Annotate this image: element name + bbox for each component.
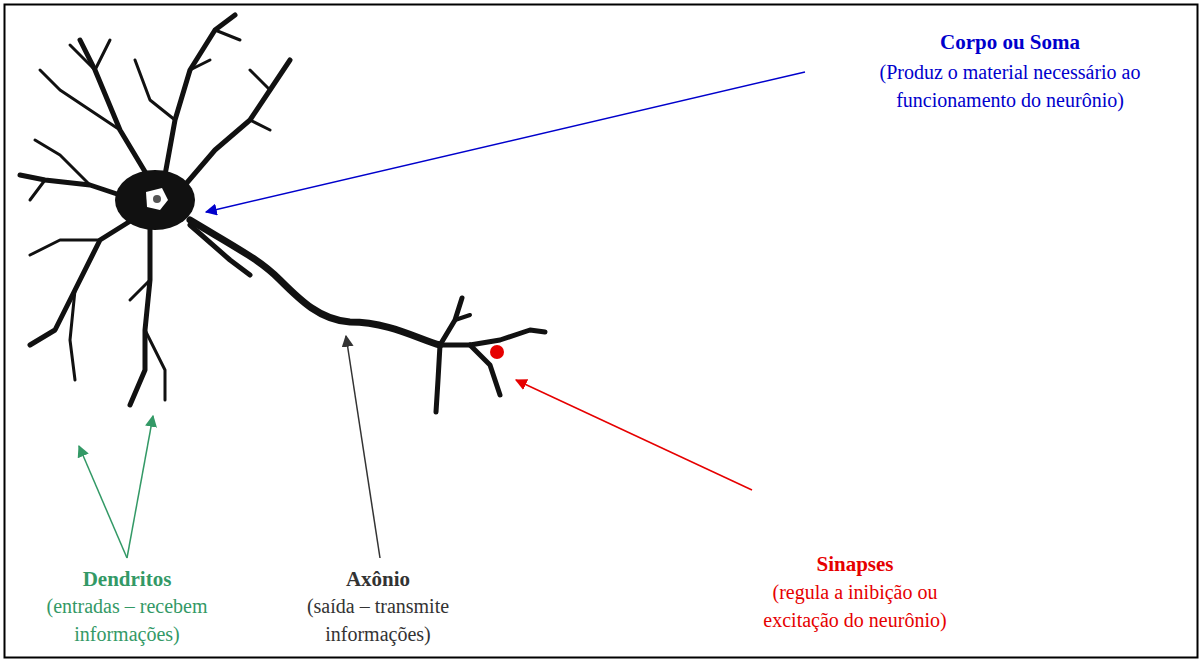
leader-line	[516, 380, 752, 490]
leader-line	[206, 72, 805, 212]
part-description: (saída – transmite informações)	[283, 592, 473, 648]
part-name: Dendritos	[12, 565, 242, 593]
synapse-dot	[490, 345, 504, 359]
soma	[115, 170, 195, 230]
axon	[190, 220, 545, 412]
leader-line	[127, 416, 153, 558]
part-name: Axônio	[278, 565, 478, 593]
part-description: (entradas – recebem informações)	[22, 592, 232, 648]
leader-line	[346, 336, 380, 558]
leader-lines	[79, 72, 805, 558]
part-name: Sinapses	[740, 550, 970, 578]
leader-line	[79, 446, 127, 558]
dendrites	[20, 15, 290, 405]
frame	[5, 5, 1198, 658]
part-description: (regula a inibição ou excitação do neurô…	[745, 578, 965, 634]
part-description: (Produz o material necessário ao funcion…	[865, 58, 1155, 114]
part-name: Corpo ou Soma	[860, 28, 1160, 56]
